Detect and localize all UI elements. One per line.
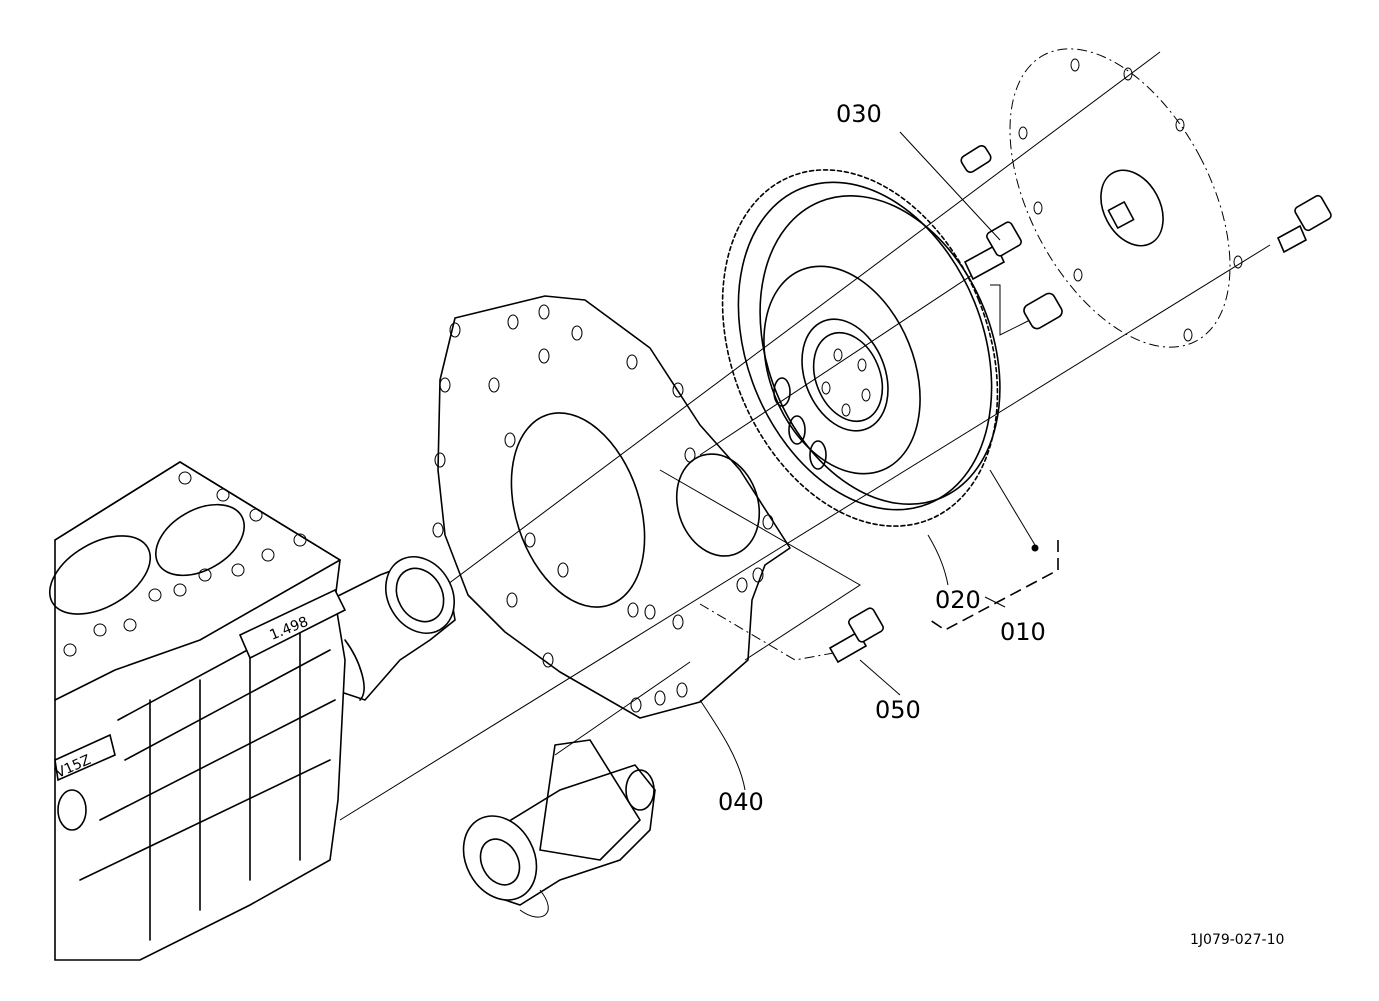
axis-lines — [339, 51, 1271, 821]
end-plate — [432, 295, 861, 719]
engine-block: 1.498 V15Z — [48, 461, 347, 961]
crankshaft-end — [329, 556, 456, 701]
callout-010: 010 — [1000, 618, 1046, 646]
drive-plate-bolt — [1276, 194, 1332, 254]
assembly-bracket — [929, 540, 1059, 631]
bracket-leader — [984, 596, 1006, 608]
flywheel-bolt — [963, 221, 1022, 281]
callout-050: 050 — [875, 696, 921, 724]
pilot-bearing — [990, 284, 1063, 336]
callout-040: 040 — [718, 788, 764, 816]
callout-020: 020 — [935, 586, 981, 614]
drive-plate — [1009, 48, 1243, 348]
starter-motor — [462, 739, 656, 918]
callout-030: 030 — [836, 100, 882, 128]
leader-lines — [554, 131, 1039, 791]
dowel-pin — [960, 145, 992, 173]
end-plate-bolt — [828, 607, 884, 664]
flywheel — [721, 169, 1001, 527]
figure-reference: 1J079-027-10 — [1190, 932, 1284, 948]
